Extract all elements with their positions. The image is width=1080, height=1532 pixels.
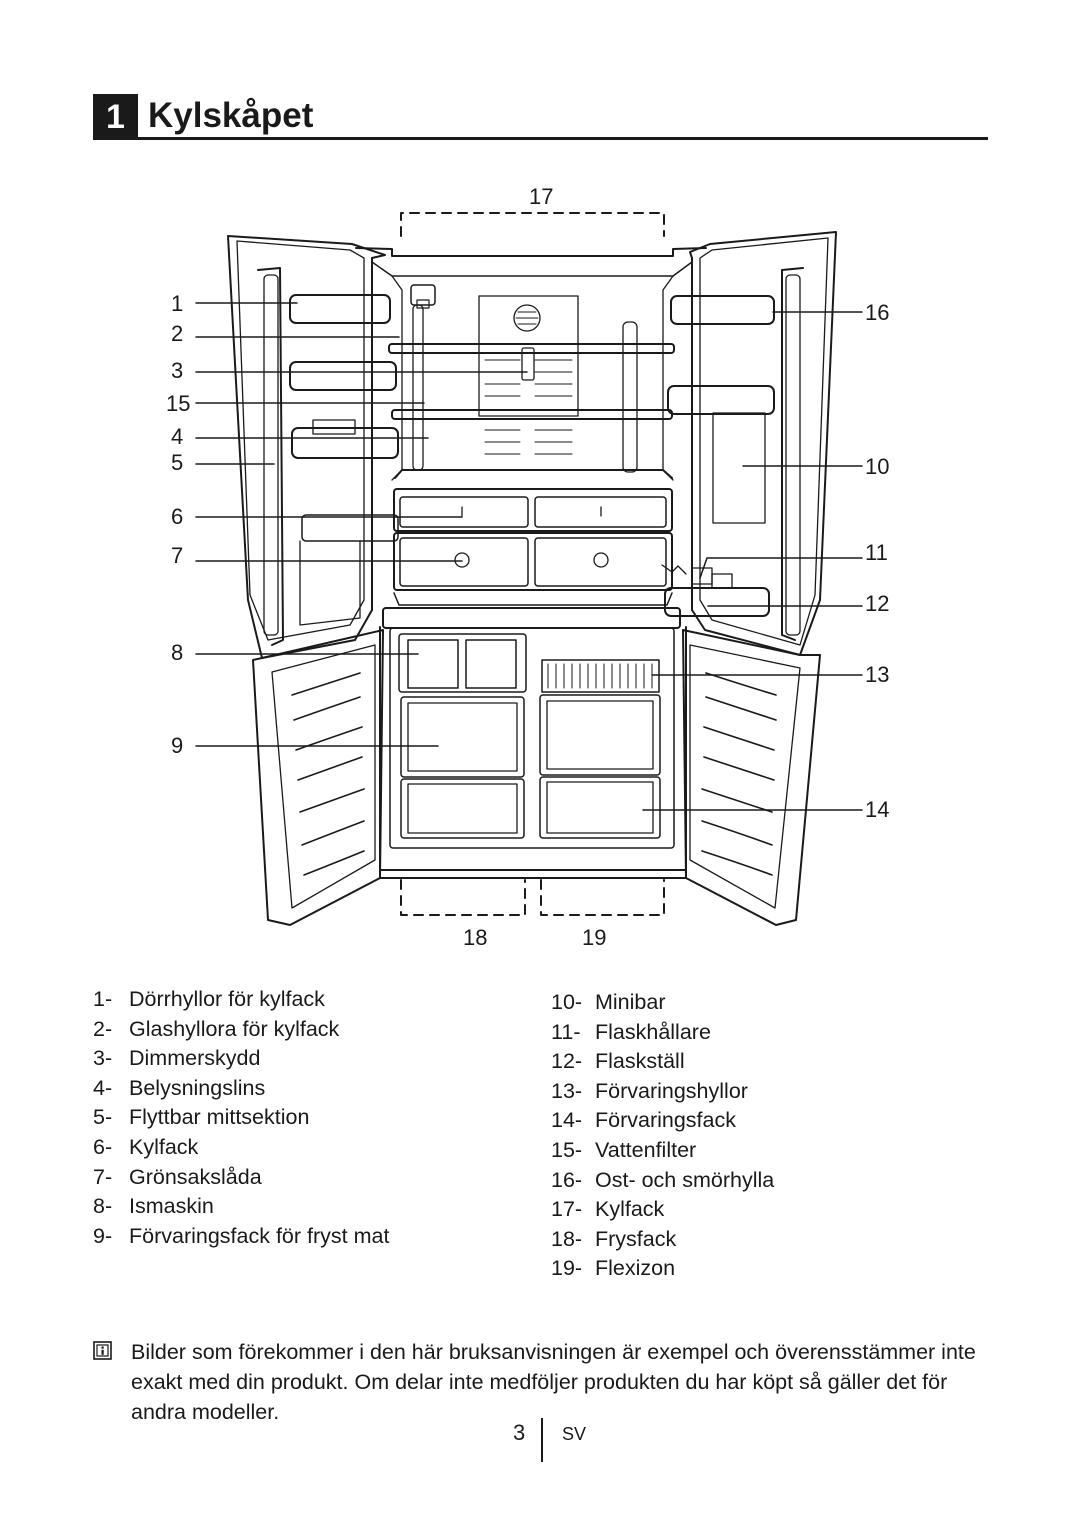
legend-item: 9- Förvaringsfack för fryst mat (93, 1222, 389, 1252)
zone-19-bracket (540, 879, 665, 916)
legend-label: Grönsakslåda (129, 1164, 262, 1189)
legend-item: 11- Flaskhållare (551, 1018, 774, 1048)
callout-12: 12 (865, 591, 889, 616)
legend-item: 12- Flaskställ (551, 1047, 774, 1077)
legend-item: 14- Förvaringsfack (551, 1106, 774, 1136)
legend-item: 1- Dörrhyllor för kylfack (93, 985, 389, 1015)
legend-label: Ismaskin (129, 1194, 214, 1219)
legend-label: Flaskställ (595, 1049, 685, 1074)
legend-label: Frysfack (595, 1226, 677, 1251)
callout-17: 17 (529, 184, 553, 209)
callout-11: 11 (865, 540, 888, 565)
legend-number: 4- (93, 1075, 113, 1100)
legend-number: 15- (551, 1137, 583, 1162)
legend-label: Flyttbar mittsektion (129, 1105, 310, 1130)
callout-6: 6 (171, 504, 183, 529)
legend-number: 10- (551, 990, 583, 1014)
info-icon (93, 1341, 112, 1360)
language-code: SV (562, 1424, 587, 1444)
legend-label: Förvaringshyllor (595, 1078, 748, 1103)
header-rule (138, 137, 988, 140)
legend-number: 12- (551, 1049, 583, 1074)
callout-15: 15 (166, 391, 190, 416)
legend-number: 5- (93, 1105, 113, 1130)
legend-item: 6- Kylfack (93, 1133, 389, 1163)
leader-lines-right (642, 311, 863, 811)
callout-8: 8 (171, 640, 183, 665)
callout-19: 19 (582, 925, 606, 950)
legend-label: Belysningslins (129, 1075, 266, 1100)
callout-3: 3 (171, 358, 183, 383)
right-lower-door (682, 629, 821, 926)
note-text: Bilder som förekommer i den här bruksanv… (131, 1340, 976, 1424)
callout-10: 10 (865, 454, 889, 479)
legend-item: 15- Vattenfilter (551, 1136, 774, 1166)
legend-item: 13- Förvaringshyllor (551, 1077, 774, 1107)
chapter-title: Kylskåpet (148, 96, 314, 135)
legend-number: 18- (551, 1226, 583, 1251)
right-upper-door (661, 231, 837, 656)
legend-number: 9- (93, 1223, 113, 1248)
legend-left: 1- Dörrhyllor för kylfack 2- Glashyllora f… (93, 985, 389, 1251)
callout-7: 7 (171, 543, 183, 568)
callout-14: 14 (865, 797, 889, 822)
legend-label: Flexizon (595, 1256, 676, 1281)
callout-1: 1 (171, 291, 183, 316)
callout-5: 5 (171, 450, 183, 475)
legend-number: 13- (551, 1078, 583, 1103)
legend-number: 2- (93, 1016, 113, 1041)
legend-number: 17- (551, 1197, 583, 1222)
zone-18-bracket (400, 879, 526, 916)
legend-item: 10- Minibar (551, 988, 774, 1018)
legend-label: Dimmerskydd (129, 1046, 261, 1071)
legend-label: Ost- och smörhylla (595, 1167, 775, 1192)
callout-4: 4 (171, 424, 183, 449)
callout-2: 2 (171, 321, 183, 346)
legend-label: Förvaringsfack (595, 1108, 736, 1133)
refrigerator-diagram: 1 2 3 15 4 5 6 7 8 9 16 10 11 12 13 14 1… (0, 175, 1080, 965)
legend-number: 19- (551, 1256, 583, 1281)
legend-label: Dörrhyllor för kylfack (129, 987, 325, 1011)
callout-16: 16 (865, 300, 889, 325)
legend-item: 7- Grönsakslåda (93, 1163, 389, 1193)
cabinet-body (355, 247, 707, 879)
callout-9: 9 (171, 733, 183, 758)
legend-number: 6- (93, 1134, 113, 1159)
legend-label: Kylfack (129, 1134, 199, 1159)
leader-lines-left (195, 302, 528, 747)
legend-right: 10- Minibar 11- Flaskhållare 12- Flaskställ… (551, 988, 774, 1284)
callout-13: 13 (865, 662, 889, 687)
chapter-header: 1 Kylskåpet (93, 94, 988, 140)
legend-item: 17- Kylfack (551, 1195, 774, 1225)
legend-number: 7- (93, 1164, 113, 1189)
legend-item: 2- Glashyllora för kylfack (93, 1015, 389, 1045)
left-upper-door (227, 235, 399, 659)
page-footer: 3 SV (0, 1418, 1080, 1478)
legend-item: 19- Flexizon (551, 1254, 774, 1284)
legend-number: 1- (93, 987, 113, 1011)
legend-item: 4- Belysningslins (93, 1074, 389, 1104)
legend-label: Förvaringsfack för fryst mat (129, 1223, 390, 1248)
chapter-number: 1 (93, 94, 138, 140)
callout-18: 18 (463, 925, 487, 950)
legend-number: 3- (93, 1046, 113, 1071)
legend-label: Minibar (595, 990, 666, 1014)
legend-label: Glashyllora för kylfack (129, 1016, 340, 1041)
legend-item: 16- Ost- och smörhylla (551, 1166, 774, 1196)
legend-item: 5- Flyttbar mittsektion (93, 1103, 389, 1133)
legend-label: Kylfack (595, 1197, 665, 1222)
zone-17-bracket (400, 212, 665, 237)
page-number: 3 (513, 1420, 526, 1445)
legend-item: 3- Dimmerskydd (93, 1044, 389, 1074)
legend-number: 8- (93, 1194, 113, 1219)
legend-label: Vattenfilter (595, 1137, 697, 1162)
legend-label: Flaskhållare (595, 1019, 711, 1044)
legend-number: 11- (551, 1019, 581, 1044)
legend-number: 16- (551, 1167, 583, 1192)
legend-number: 14- (551, 1108, 583, 1133)
left-lower-door (252, 629, 384, 926)
footer-divider (541, 1418, 543, 1462)
legend-item: 8- Ismaskin (93, 1192, 389, 1222)
legend-item: 18- Frysfack (551, 1225, 774, 1255)
